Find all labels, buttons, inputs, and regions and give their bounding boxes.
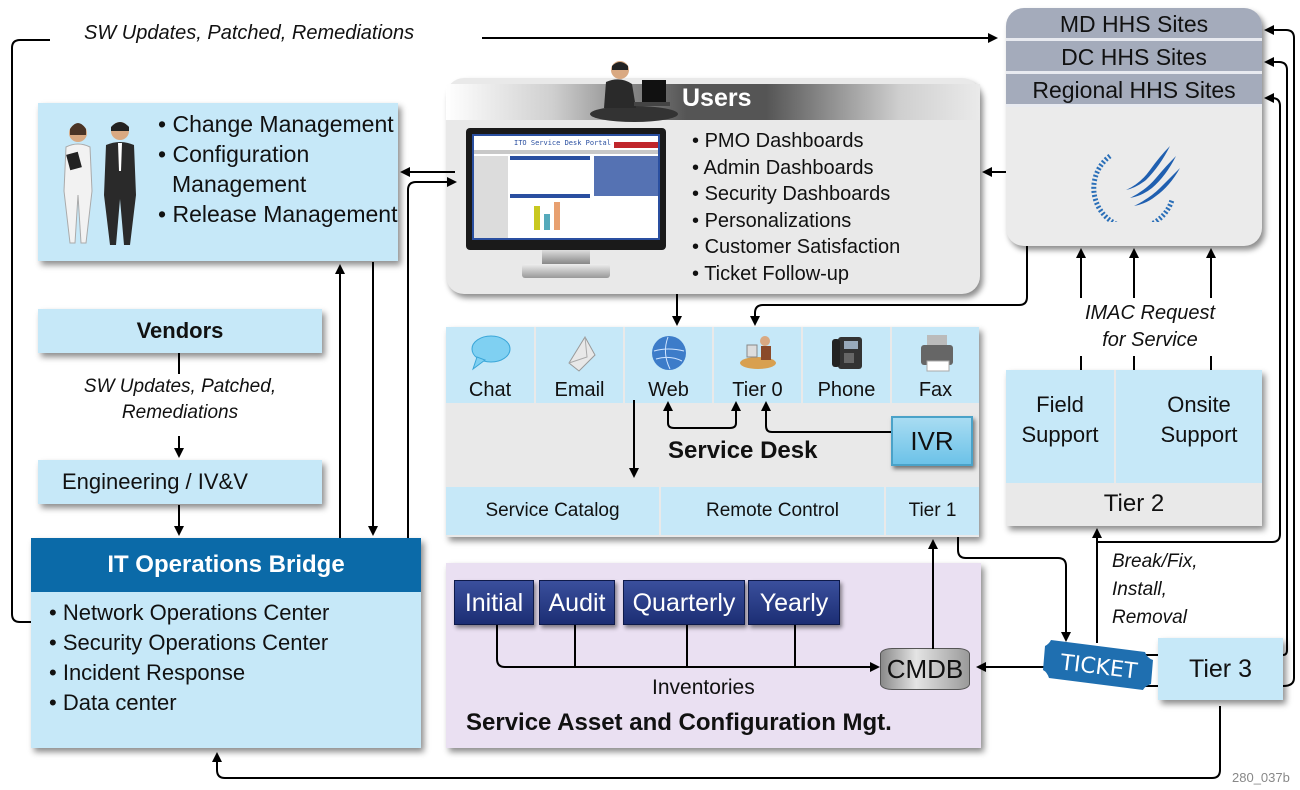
channel-phone: Phone	[803, 327, 890, 403]
wire-tier3-to-md	[1264, 25, 1295, 687]
users-box: Users ITO Service Desk Portal • PMO Dash…	[446, 61, 980, 294]
inventory-initial: Initial	[454, 580, 534, 625]
tier-1: Tier 1	[886, 487, 979, 535]
user-at-laptop-icon	[590, 61, 678, 122]
it-operations-bridge-box: IT Operations Bridge • Network Operation…	[31, 538, 421, 748]
regional-hhs-sites: Regional HHS Sites	[1006, 74, 1262, 107]
hhs-seal-icon	[1091, 146, 1180, 222]
fax-machine-icon	[920, 335, 953, 372]
business-people-icon	[63, 122, 136, 245]
inventories-label: Inventories	[652, 676, 755, 699]
service-catalog: Service Catalog	[446, 487, 659, 535]
list-item: • Configuration Management	[158, 141, 310, 197]
inventory-audit: Audit	[539, 580, 615, 625]
dc-hhs-sites: DC HHS Sites	[1006, 41, 1262, 74]
channel-web: Web	[625, 327, 712, 403]
vendor-updates-note: SW Updates, Patched, Remediations	[40, 374, 320, 426]
sacm-box: Initial Audit Quarterly Yearly Inventori…	[446, 563, 981, 748]
cmdb-database: CMDB	[880, 648, 970, 690]
channel-chat: Chat	[446, 327, 534, 403]
portal-monitor: ITO Service Desk Portal	[466, 128, 666, 250]
service-desk-box: Chat Email Web Tier 0 Phone Fax Service …	[446, 327, 979, 537]
envelope-icon	[567, 336, 596, 372]
tier-3-box: Tier 3	[1158, 638, 1283, 700]
users-title: Users	[682, 84, 752, 112]
ticket-icon: TICKET	[1043, 640, 1153, 690]
figure-id: 280_037b	[1232, 770, 1290, 785]
inventory-quarterly: Quarterly	[623, 580, 745, 625]
channel-email: Email	[536, 327, 623, 403]
list-item: • Security Dashboards	[692, 183, 891, 205]
list-item: • Security Operations Center	[49, 630, 329, 655]
list-item: • Change Management	[158, 111, 394, 137]
users-header-bar	[446, 84, 980, 120]
it-ops-title: IT Operations Bridge	[31, 538, 421, 592]
imac-request-note: IMAC Request for Service	[1070, 298, 1230, 356]
portal-title: ITO Service Desk Portal	[474, 136, 658, 150]
list-item: • Incident Response	[49, 660, 246, 685]
list-item: • PMO Dashboards	[692, 130, 864, 152]
list-item: • Ticket Follow-up	[692, 262, 850, 285]
list-item: • Network Operations Center	[49, 600, 330, 625]
desk-agent-icon	[739, 336, 776, 369]
remote-control: Remote Control	[661, 487, 884, 535]
portal-screen: ITO Service Desk Portal	[472, 134, 660, 240]
inventory-yearly: Yearly	[748, 580, 840, 625]
wire-tier3-to-dc	[1264, 57, 1288, 656]
change-list: • Change Management • Configuration Mana…	[158, 109, 398, 229]
it-ops-list: • Network Operations Center • Security O…	[31, 592, 421, 718]
sacm-title: Service Asset and Configuration Mgt.	[466, 709, 892, 736]
users-list: • PMO Dashboards • Admin Dashboards • Se…	[692, 128, 900, 287]
list-item: • Personalizations	[692, 209, 852, 232]
break-fix-note: Break/Fix, Install, Removal	[1112, 551, 1198, 628]
chat-bubble-icon	[471, 335, 511, 371]
sw-updates-note: SW Updates, Patched, Remediations	[78, 22, 421, 45]
globe-icon	[651, 336, 686, 370]
md-hhs-sites: MD HHS Sites	[1006, 8, 1262, 41]
tier-2-label: Tier 2	[1103, 490, 1165, 517]
change-management-box: • Change Management • Configuration Mana…	[38, 103, 398, 261]
desk-phone-icon	[831, 337, 862, 369]
list-item: • Release Management	[158, 201, 398, 227]
list-item: • Admin Dashboards	[692, 156, 874, 179]
ivr-box: IVR	[891, 416, 973, 466]
service-desk-title: Service Desk	[668, 437, 818, 464]
list-item: • Customer Satisfaction	[692, 236, 901, 258]
channel-fax: Fax	[892, 327, 979, 403]
engineering-ivv-box: Engineering / IV&V	[38, 460, 322, 504]
hhs-sites-box: MD HHS Sites DC HHS Sites Regional HHS S…	[1006, 8, 1262, 246]
channel-tier-0: Tier 0	[714, 327, 801, 403]
list-item: • Data center	[49, 690, 177, 715]
vendors-box: Vendors	[38, 309, 322, 353]
